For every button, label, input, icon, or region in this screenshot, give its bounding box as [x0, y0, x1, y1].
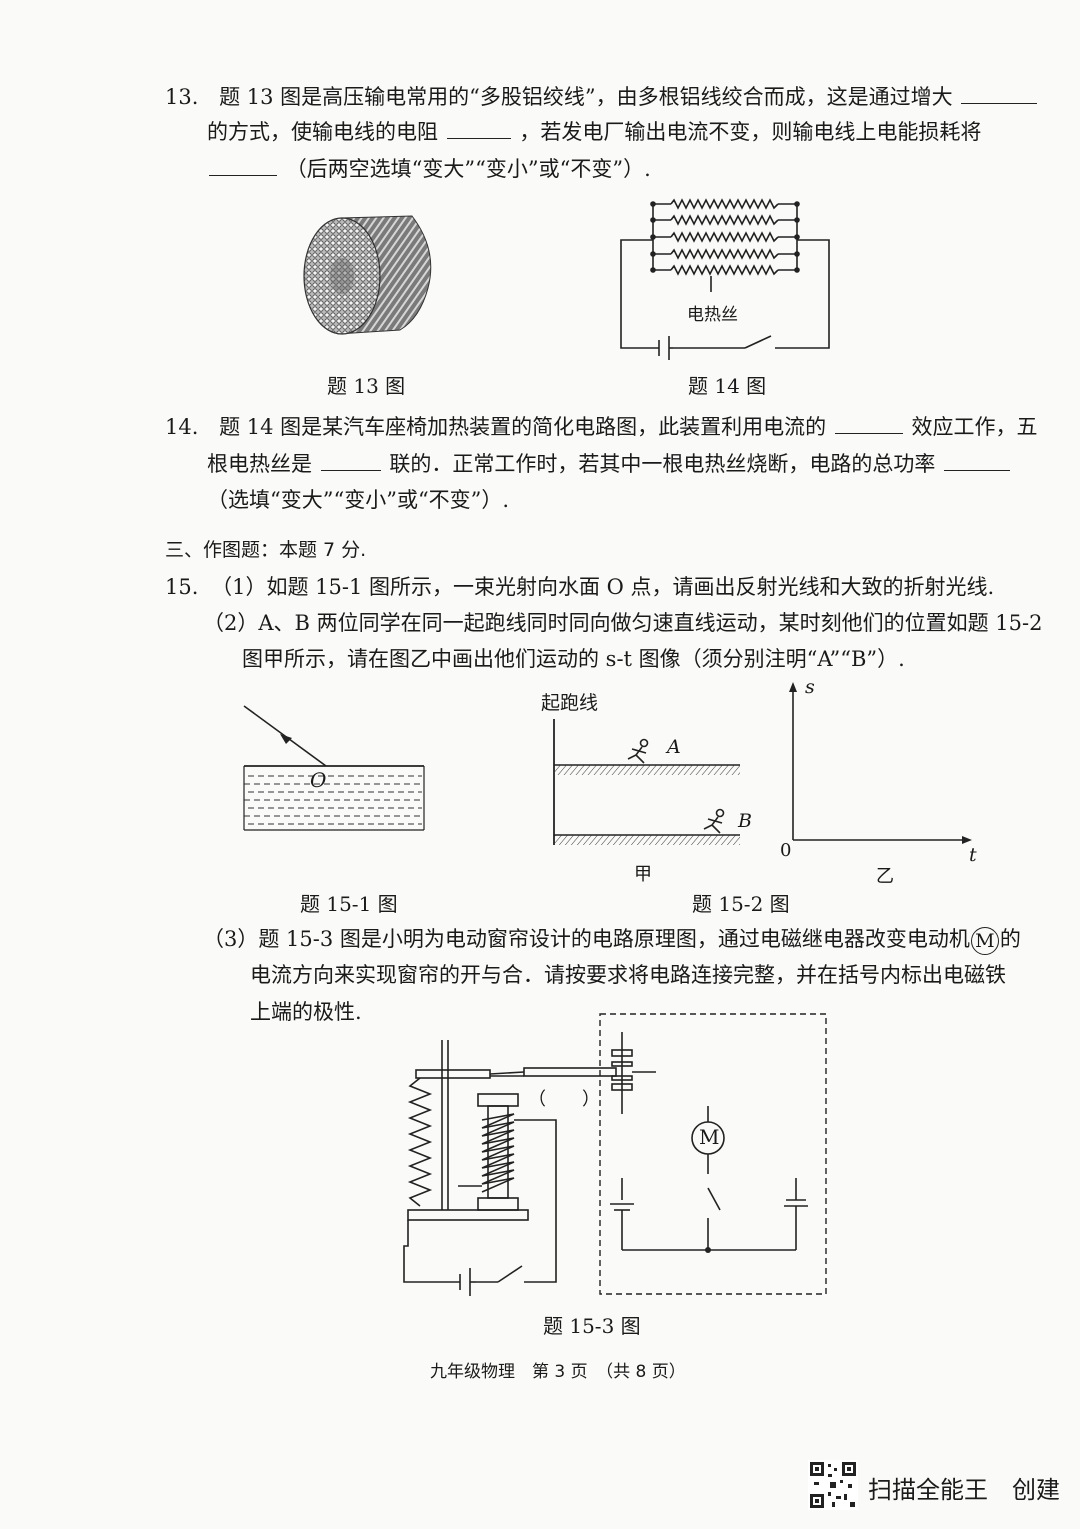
motor-symbol-inline: M	[970, 926, 999, 955]
q13-blank2[interactable]	[446, 118, 511, 139]
q15-p3-line1: （3）题 15-3 图是小明为电动窗帘设计的电路原理图，通过电磁继电器改变电动机…	[203, 924, 1021, 955]
q14-text1a: 题 14 图是某汽车座椅加热装置的简化电路图，此装置利用电流的	[219, 415, 827, 439]
section3-heading: 三、作图题：本题 7 分.	[165, 539, 367, 561]
runner-b-label: B	[738, 810, 752, 832]
q13-blank3[interactable]	[209, 155, 277, 176]
polarity-bracket[interactable]: （ ）	[528, 1089, 600, 1110]
page-footer: 九年级物理 第 3 页 （共 8 页）	[430, 1362, 686, 1382]
fig14-caption: 题 14 图	[688, 374, 767, 398]
q13-blank1[interactable]	[961, 83, 1038, 104]
q15-line1: 15. （1）如题 15-1 图所示，一束光射向水面 O 点，请画出反射光线和大…	[165, 572, 994, 602]
q14-text1b: 效应工作，五	[911, 415, 1038, 439]
fig14-wire-label: 电热丝	[687, 305, 738, 325]
fig152-start-label: 起跑线	[541, 692, 599, 714]
fig13-caption: 题 13 图	[327, 374, 406, 398]
watermark-text: 扫描全能王 创建	[868, 1476, 1060, 1504]
q13-text2a: 的方式，使输电线的电阻	[207, 120, 438, 144]
fig152-track	[553, 719, 740, 845]
q13-text2b: ，若发电厂输出电流不变，则输电线上电能损耗将	[519, 120, 982, 144]
q14-line2: 根电热丝是 联的．正常工作时，若其中一根电热丝烧断，电路的总功率	[207, 449, 1012, 479]
q14-blank2[interactable]	[320, 450, 381, 471]
qr-code-icon	[808, 1460, 858, 1510]
q14-line1: 14. 题 14 图是某汽车座椅加热装置的简化电路图，此装置利用电流的 效应工作…	[165, 412, 1038, 442]
q15-p1: （1）如题 15-1 图所示，一束光射向水面 O 点，请画出反射光线和大致的折射…	[211, 575, 995, 599]
fig151-caption: 题 15-1 图	[300, 892, 398, 916]
q15-p3-text1-end: 的	[999, 927, 1021, 951]
q14-text2b: 联的．正常工作时，若其中一根电热丝烧断，电路的总功率	[389, 452, 936, 476]
q13-line3: （后两空选填“变大”“变小”或“不变”）.	[207, 154, 651, 184]
q13-text1: 题 13 图是高压输电常用的“多股铝绞线”，由多根铝线绞合而成，这是通过增大	[219, 85, 953, 109]
fig152-st-axes	[789, 682, 972, 844]
q15-p2-line2: 图甲所示，请在图乙中画出他们运动的 s-t 图像（须分别注明“A”“B”）.	[242, 647, 905, 671]
fig13-cable	[303, 215, 432, 335]
axis-origin-label: 0	[780, 840, 792, 861]
q15-number: 15.	[165, 575, 199, 599]
runner-a-label: A	[667, 736, 681, 758]
q14-blank1[interactable]	[834, 413, 903, 434]
q13-text3: （后两空选填“变大”“变小”或“不变”）.	[285, 157, 651, 181]
runner-b-icon	[703, 808, 725, 834]
q15-p3-line2: 电流方向来实现窗帘的开与合．请按要求将电路连接完整，并在括号内标出电磁铁	[250, 963, 1006, 987]
fig14-circuit	[620, 198, 830, 360]
q15-p3-line3: 上端的极性.	[250, 1000, 362, 1024]
q13-line1: 13. 题 13 图是高压输电常用的“多股铝绞线”，由多根铝线绞合而成，这是通过…	[165, 82, 1039, 112]
q14-line3: （选填“变大”“变小”或“不变”）.	[207, 488, 510, 512]
q14-blank3[interactable]	[944, 450, 1011, 471]
fig153-caption: 题 15-3 图	[543, 1314, 641, 1338]
fig151-water	[243, 705, 425, 831]
q14-text2a: 根电热丝是	[207, 452, 312, 476]
runner-a-icon	[627, 738, 649, 764]
motor-symbol: M	[699, 1125, 720, 1149]
q15-p2-line1: （2）A、B 两位同学在同一起跑线同时同向做匀速直线运动，某时刻他们的位置如题 …	[203, 611, 1043, 635]
q13-number: 13.	[165, 85, 199, 109]
axis-s-label: s	[805, 676, 815, 698]
axis-t-label: t	[969, 844, 977, 866]
fig152-jia: 甲	[634, 864, 652, 885]
q13-line2: 的方式，使输电线的电阻 ，若发电厂输出电流不变，则输电线上电能损耗将	[207, 117, 981, 147]
heating-wires	[653, 198, 797, 276]
fig153-relay-circuit	[403, 1013, 827, 1296]
fig152-caption: 题 15-2 图	[692, 892, 790, 916]
fig151-point-label: O	[310, 768, 327, 792]
q14-number: 14.	[165, 415, 199, 439]
fig152-yi: 乙	[876, 866, 894, 887]
q15-p3-text1: （3）题 15-3 图是小明为电动窗帘设计的电路原理图，通过电磁继电器改变电动机	[203, 927, 970, 951]
